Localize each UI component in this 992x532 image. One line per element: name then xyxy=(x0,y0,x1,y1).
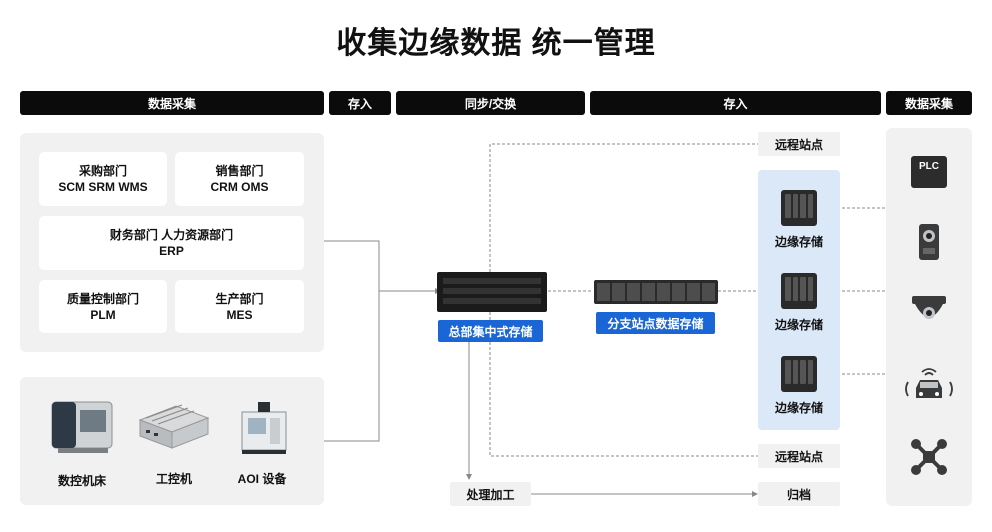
department-card-purchasing: 采购部门 SCM SRM WMS xyxy=(39,152,167,206)
department-systems: MES xyxy=(226,307,253,322)
department-card-production: 生产部门 MES xyxy=(175,280,304,333)
branch-storage-label: 分支站点数据存储 xyxy=(596,312,715,334)
hq-storage-label: 总部集中式存储 xyxy=(438,320,543,342)
processing-box: 处理加工 xyxy=(450,482,531,506)
department-card-quality: 质量控制部门 PLM xyxy=(39,280,167,333)
department-systems: ERP xyxy=(159,244,184,258)
department-name: 生产部门 xyxy=(215,291,264,306)
edge-storage-label: 边缘存储 xyxy=(774,235,823,249)
department-systems: SCM SRM WMS xyxy=(58,180,148,194)
department-name: 财务部门 人力资源部门 xyxy=(109,228,234,242)
page-title: 收集边缘数据 统一管理 xyxy=(336,27,656,60)
connected-vehicle-icon xyxy=(905,368,953,398)
header-store-in-right: 存入 xyxy=(590,91,881,115)
archive-box: 归档 xyxy=(758,482,840,506)
edge-nas-icon xyxy=(781,273,817,309)
department-name: 销售部门 xyxy=(215,164,264,178)
dome-camera-icon xyxy=(912,296,946,319)
hq-storage-icon xyxy=(437,272,547,312)
industrial-pc-icon xyxy=(138,404,210,449)
department-systems: CRM OMS xyxy=(210,180,269,194)
header-store-in-left: 存入 xyxy=(329,91,391,115)
plc-label: PLC xyxy=(919,161,939,172)
department-card-finance-hr: 财务部门 人力资源部门 ERP xyxy=(39,216,304,270)
plc-icon: PLC xyxy=(911,156,947,188)
department-name: 采购部门 xyxy=(78,164,127,178)
department-systems: PLM xyxy=(90,307,116,322)
header-sync-exchange: 同步/交换 xyxy=(396,91,585,115)
equipment-label-aoi: AOI 设备 xyxy=(237,472,287,486)
branch-storage-icon xyxy=(594,280,718,304)
drone-icon xyxy=(911,439,947,475)
equipment-label-ipc: 工控机 xyxy=(155,472,192,486)
header-data-collection-right: 数据采集 xyxy=(886,91,972,115)
industrial-camera-icon xyxy=(919,224,939,260)
remote-site-top: 远程站点 xyxy=(758,132,840,156)
department-card-sales: 销售部门 CRM OMS xyxy=(175,152,304,206)
cnc-machine-icon xyxy=(51,401,113,453)
edge-nas-icon xyxy=(781,356,817,392)
department-name: 质量控制部门 xyxy=(66,291,139,306)
header-data-collection-left: 数据采集 xyxy=(20,91,324,115)
remote-site-bottom: 远程站点 xyxy=(758,444,840,468)
edge-storage-label: 边缘存储 xyxy=(774,318,823,332)
edge-nas-icon xyxy=(781,190,817,226)
aoi-device-icon xyxy=(241,402,287,454)
edge-storage-label: 边缘存储 xyxy=(774,401,823,415)
equipment-label-cnc: 数控机床 xyxy=(57,474,106,488)
